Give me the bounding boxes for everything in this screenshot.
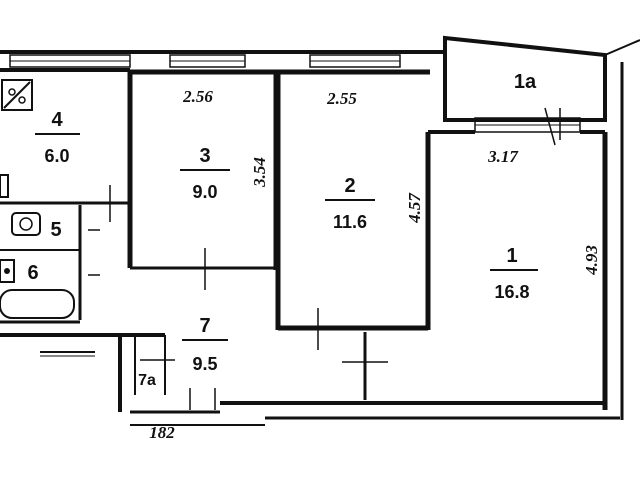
room-number: 3 (199, 145, 210, 167)
outer-walls (0, 50, 624, 426)
room-6: 6 (27, 262, 38, 284)
room-number: 1a (514, 71, 537, 93)
dimension-room3-length: 3.54 (250, 157, 269, 188)
interior-walls (0, 72, 605, 412)
dimension-room3-width: 2.56 (182, 87, 213, 106)
room-7: 7 9.5 (182, 315, 228, 374)
room-number: 7 (199, 315, 210, 337)
room-number: 4 (51, 109, 63, 131)
dimension-room2-length: 4.57 (405, 192, 424, 224)
room-5: 5 (50, 219, 61, 241)
room-number: 2 (344, 175, 355, 197)
room-3: 3 9.0 (180, 145, 230, 202)
room-number: 1 (506, 245, 517, 267)
dimension-room1-length: 4.93 (582, 245, 601, 276)
room-area: 9.5 (192, 354, 217, 374)
room-2: 2 11.6 (325, 175, 375, 232)
window-room4 (9, 54, 131, 68)
toilet-icon (11, 212, 41, 236)
room-area: 11.6 (333, 212, 367, 232)
room-number: 7a (138, 372, 156, 389)
door-marks (88, 107, 561, 410)
room-number: 5 (50, 219, 61, 241)
windows (9, 54, 581, 133)
dimension-room2-width: 2.55 (326, 89, 357, 108)
radiator-icon (0, 174, 9, 198)
window-room2 (309, 54, 401, 68)
room-4: 4 6.0 (35, 109, 80, 166)
dimension-room1-width: 3.17 (487, 147, 519, 166)
room-area: 9.0 (192, 182, 217, 202)
room-7a: 7a (138, 372, 156, 389)
room-area: 16.8 (494, 282, 529, 302)
bathtub-icon (0, 289, 75, 319)
room-area: 6.0 (44, 146, 69, 166)
room-1a: 1a (514, 71, 537, 93)
stove-icon (1, 79, 33, 111)
room-number: 6 (27, 262, 38, 284)
dimension-hall-width: 182 (149, 423, 175, 442)
window-room3 (169, 54, 246, 68)
balcony-1a (443, 35, 640, 122)
sink-icon (0, 259, 15, 283)
dimensions: 2.56 3.54 2.55 4.57 3.17 4.93 182 (149, 87, 601, 442)
room-1: 1 16.8 (490, 245, 538, 302)
